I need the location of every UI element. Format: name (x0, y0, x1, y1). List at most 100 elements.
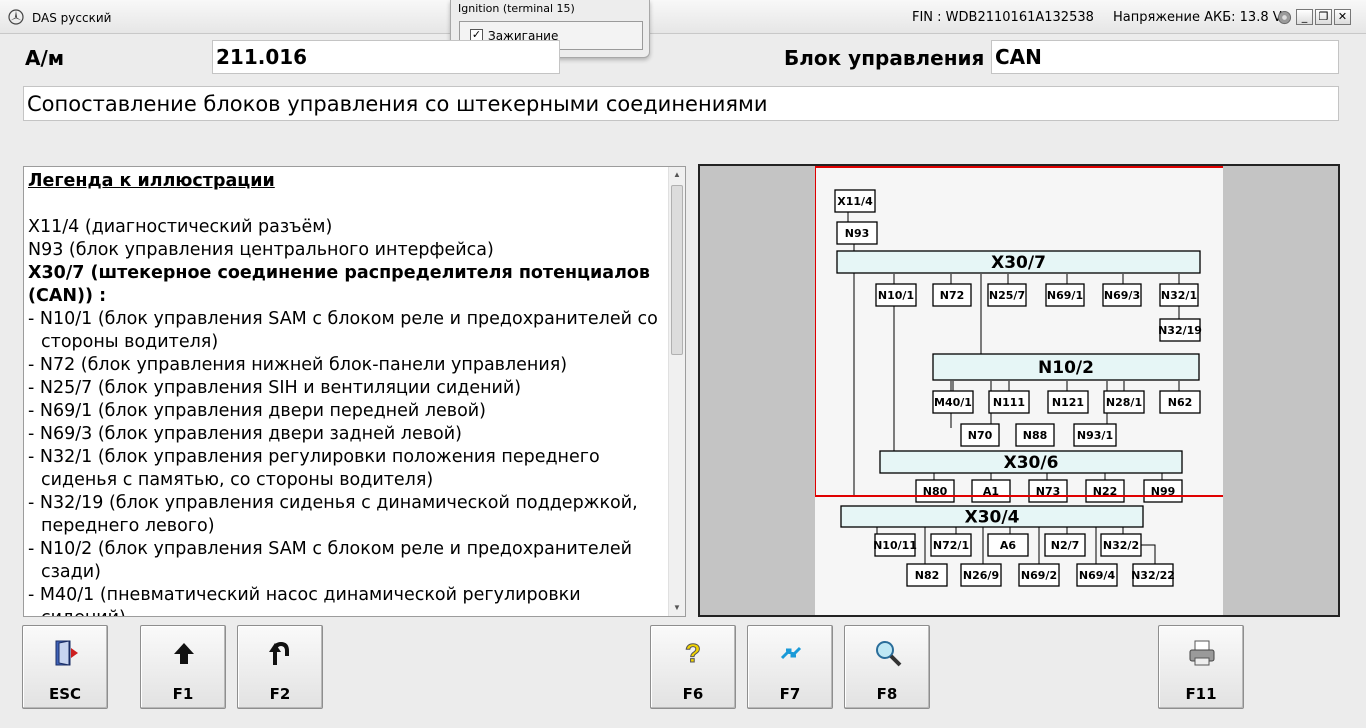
ecu-r3-2-box (1073, 423, 1117, 447)
scroll-thumb[interactable] (671, 185, 683, 355)
x30-7-bus-label: X30/7 (991, 253, 1046, 273)
ecu-r3-1-label: N88 (1023, 429, 1048, 442)
ecu-r1-4-label: N69/3 (1104, 289, 1140, 302)
model-value: 211.016 (216, 45, 308, 69)
x30-4-bus-label: X30/4 (965, 508, 1020, 528)
ecu-r2-0-label: M40/1 (934, 396, 972, 409)
n32-19-box (1159, 318, 1201, 342)
ecu-r5-0-box (874, 533, 916, 557)
ecu-r3-0-label: N70 (968, 429, 993, 442)
n10-2-bus-box (932, 353, 1200, 381)
highlight-frame (814, 166, 1338, 497)
ecu-r3-0-box (960, 423, 1000, 447)
ecu-r1-2-label: N25/7 (989, 289, 1025, 302)
esc-label: ESC (48, 685, 82, 703)
page-title-field: Сопоставление блоков управления со штеке… (23, 86, 1339, 121)
ecu-r4-2-label: N73 (1036, 485, 1061, 498)
ignition-title: Ignition (terminal 15) (458, 2, 575, 15)
n93-box (836, 221, 878, 245)
f2-label: F2 (269, 685, 291, 703)
model-field: 211.016 (212, 40, 560, 74)
ecu-r1-5-box (1159, 283, 1199, 307)
n10-2-bus-label: N10/2 (1038, 358, 1094, 378)
scroll-down-icon[interactable]: ▼ (673, 603, 681, 612)
x30-6-bus-box (879, 450, 1183, 474)
ecu-r6-1-box (960, 563, 1002, 587)
ecu-r2-3-label: N28/1 (1106, 396, 1142, 409)
arrow-up-icon (174, 643, 194, 664)
ecu-r4-3-label: N22 (1093, 485, 1118, 498)
legend-line: X11/4 (диагностический разъём) (28, 217, 333, 237)
legend-scrollbar[interactable]: ▲ ▼ (668, 167, 685, 616)
app-title: DAS русский (32, 11, 112, 25)
ecu-r6-4-box (1132, 563, 1174, 587)
ecu-r6-0-label: N82 (915, 569, 940, 582)
legend-text: Легенда к иллюстрации X11/4 (диагностиче… (28, 170, 668, 616)
printer-icon (1189, 640, 1215, 666)
f1-button[interactable]: F1 (140, 625, 226, 709)
f6-button[interactable]: ? F6 (650, 625, 736, 709)
ecu-r6-4-label: N32/22 (1131, 569, 1175, 582)
swap-arrows-icon (780, 646, 802, 660)
x11-4-label: X11/4 (837, 195, 873, 208)
gear-icon[interactable] (1277, 10, 1292, 25)
close-icon[interactable]: ✕ (1334, 9, 1351, 25)
ecu-field: CAN (991, 40, 1339, 74)
ecu-r1-2-box (987, 283, 1027, 307)
battery-voltage: Напряжение АКБ: 13.8 V (1113, 10, 1282, 25)
ecu-value: CAN (995, 45, 1042, 69)
ecu-label: Блок управления (784, 46, 985, 70)
ecu-r5-1-box (930, 533, 972, 557)
ecu-r5-4-label: N32/2 (1103, 539, 1139, 552)
legend-line: - N72 (блок управления нижней блок-панел… (28, 355, 568, 375)
ecu-r1-3-label: N69/1 (1047, 289, 1083, 302)
legend-line: - N32/1 (блок управления регулировки пол… (28, 447, 600, 490)
f8-button[interactable]: F8 (844, 625, 930, 709)
ecu-r4-4-label: N99 (1151, 485, 1176, 498)
x30-4-bus-box (840, 505, 1144, 528)
ecu-r2-4-box (1159, 390, 1201, 414)
ecu-r1-0-box (875, 283, 917, 307)
title-bar: DAS русский FIN : WDB2110161A132538 Напр… (0, 0, 1366, 34)
ecu-r6-1-label: N26/9 (963, 569, 999, 582)
ecu-r1-5-label: N32/1 (1161, 289, 1197, 302)
restore-icon[interactable]: ❐ (1315, 9, 1332, 25)
page-title: Сопоставление блоков управления со штеке… (27, 92, 768, 116)
ecu-r1-0-label: N10/1 (878, 289, 914, 302)
model-label: А/м (25, 46, 65, 70)
minimize-icon[interactable]: _ (1296, 9, 1313, 25)
fin-number: FIN : WDB2110161A132538 (912, 10, 1094, 25)
esc-button[interactable]: ESC (22, 625, 108, 709)
f2-button[interactable]: F2 (237, 625, 323, 709)
ecu-r5-4-box (1100, 533, 1142, 557)
legend-line: - N69/3 (блок управления двери задней ле… (28, 424, 462, 444)
ecu-r3-2-label: N93/1 (1077, 429, 1113, 442)
ecu-r2-4-label: N62 (1168, 396, 1193, 409)
legend-line: - N25/7 (блок управления SIH и вентиляци… (28, 378, 522, 398)
legend-line: N93 (блок управления центрального интерф… (28, 240, 494, 260)
ecu-r6-2-label: N69/2 (1021, 569, 1057, 582)
ecu-r2-0-box (932, 390, 974, 414)
legend-line: - N69/1 (блок управления двери передней … (28, 401, 486, 421)
scroll-up-icon[interactable]: ▲ (673, 170, 681, 179)
exit-door-icon (55, 640, 78, 666)
ecu-r5-1-label: N72/1 (933, 539, 969, 552)
ecu-r5-3-label: N2/7 (1051, 539, 1080, 552)
ignition-checkbox-label[interactable]: Зажигание (488, 29, 559, 43)
svg-text:?: ? (685, 638, 701, 668)
ecu-r4-0-label: N80 (923, 485, 948, 498)
f1-label: F1 (172, 685, 194, 703)
u-turn-arrow-icon (269, 641, 289, 665)
x30-7-bus-box (836, 250, 1201, 274)
ecu-r1-3-box (1045, 283, 1085, 307)
f11-button[interactable]: F11 (1158, 625, 1244, 709)
legend-line: X30/7 (штекерное соединение распределите… (28, 263, 650, 306)
ecu-r5-3-box (1044, 533, 1086, 557)
ecu-r2-2-label: N121 (1052, 396, 1084, 409)
f7-button[interactable]: F7 (747, 625, 833, 709)
ecu-r1-1-label: N72 (940, 289, 965, 302)
help-question-icon: ? (685, 638, 702, 668)
legend-panel[interactable]: Легенда к иллюстрации X11/4 (диагностиче… (23, 166, 686, 617)
